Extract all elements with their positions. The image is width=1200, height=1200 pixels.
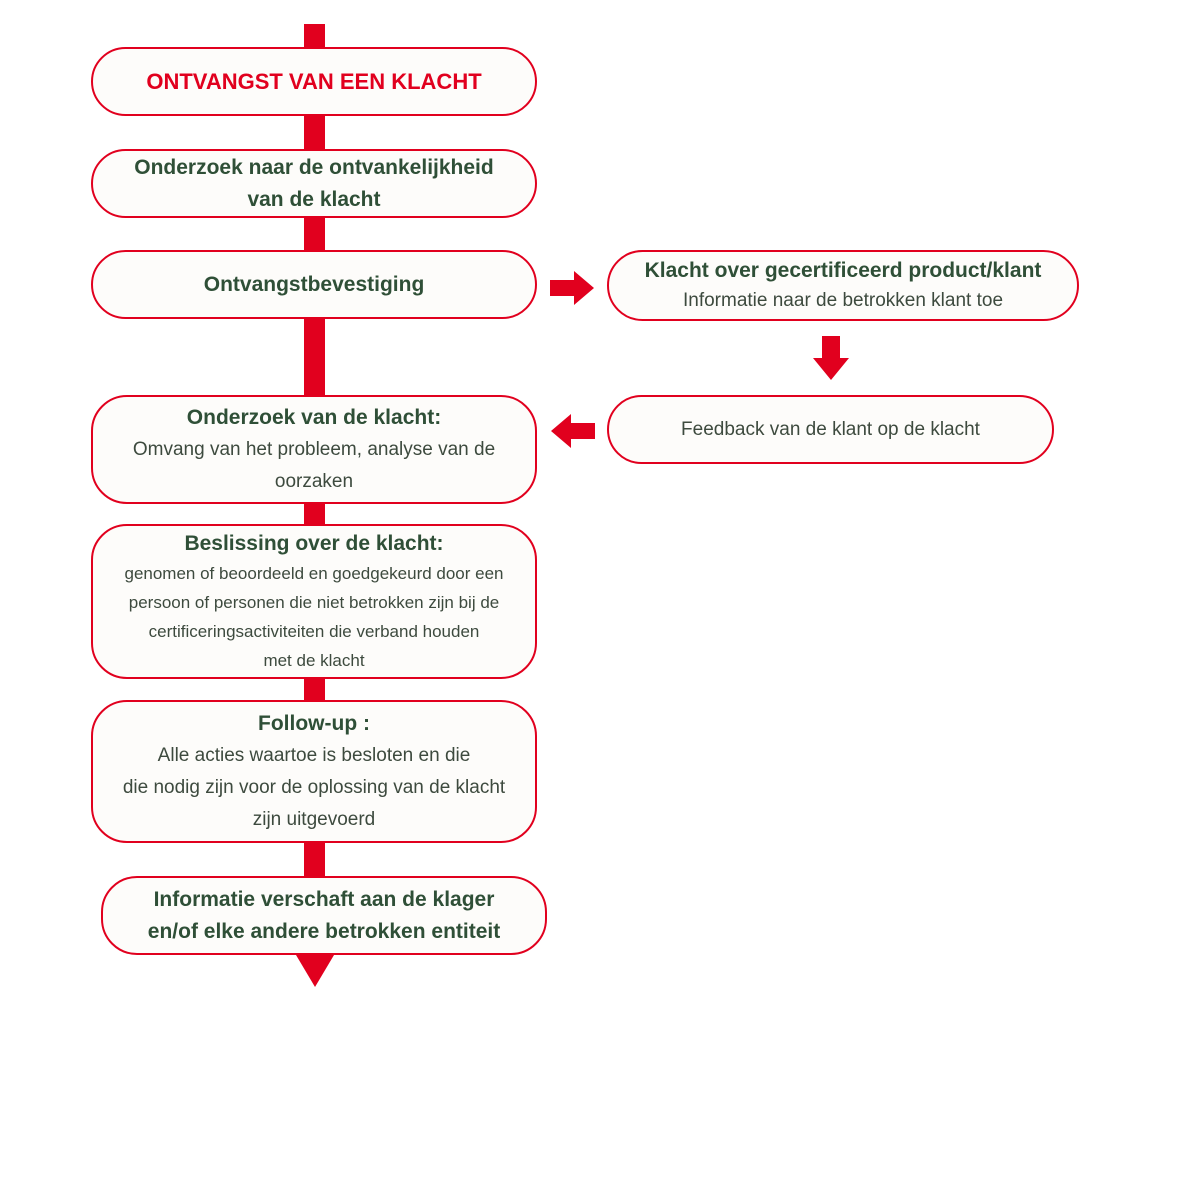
arrow-right-icon [550,271,594,305]
step-investigation-title: Onderzoek van de klacht: [186,405,442,429]
step-decision-body: genomen of beoordeeld en goedgekeurd doo… [124,559,503,675]
step-admissibility-title: Onderzoek naar de ontvankelijkheid van d… [134,152,493,216]
step-complaint-decision: Beslissing over de klacht: genomen of be… [91,524,537,679]
branch-certified-body: Informatie naar de betrokken klant toe [682,289,1004,311]
step-follow-up-title: Follow-up : [258,711,370,735]
step-admissibility-title-line: Onderzoek naar de ontvankelijkheid [134,155,494,179]
step-information-title-line: en/of elke andere betrokken entiteit [147,919,501,943]
step-receipt-title: ONTVANGST VAN EEN KLACHT [146,68,482,94]
step-information-title: Informatie verschaft aan de klager en/of… [148,884,500,948]
step-decision-body-line: certificeringsactiviteiten die verband h… [148,621,480,641]
step-acknowledgement: Ontvangstbevestiging [91,250,537,319]
main-flow-end-arrow-icon [296,955,334,987]
step-admissibility-investigation: Onderzoek naar de ontvankelijkheid van d… [91,149,537,218]
step-decision-title: Beslissing over de klacht: [184,531,444,555]
step-information-to-complainant: Informatie verschaft aan de klager en/of… [101,876,547,955]
step-decision-body-line: persoon of personen die niet betrokken z… [128,592,500,612]
step-admissibility-title-line: van de klacht [247,187,381,211]
step-investigation-body: Omvang van het probleem, analyse van de … [133,434,495,498]
step-decision-body-line: met de klacht [263,650,365,670]
branch-feedback-body: Feedback van de klant op de klacht [681,418,980,440]
step-complaint-investigation: Onderzoek van de klacht: Omvang van het … [91,395,537,504]
arrow-down-icon [813,336,849,380]
arrow-left-icon [551,414,595,448]
branch-certified-product-complaint: Klacht over gecertificeerd product/klant… [607,250,1079,321]
step-decision-body-line: genomen of beoordeeld en goedgekeurd doo… [124,563,504,583]
step-information-title-line: Informatie verschaft aan de klager [153,887,495,911]
branch-client-feedback: Feedback van de klant op de klacht [607,395,1054,464]
step-follow-up-body-line: zijn uitgevoerd [252,808,376,830]
step-follow-up-body-line: Alle acties waartoe is besloten en die [157,744,471,766]
step-follow-up: Follow-up : Alle acties waartoe is beslo… [91,700,537,843]
step-receipt-of-complaint: ONTVANGST VAN EEN KLACHT [91,47,537,116]
step-acknowledgement-title: Ontvangstbevestiging [203,272,425,296]
step-investigation-body-line: oorzaken [274,470,354,492]
branch-certified-title: Klacht over gecertificeerd product/klant [644,258,1042,282]
step-follow-up-body: Alle acties waartoe is besloten en die d… [123,740,505,836]
step-investigation-body-line: Omvang van het probleem, analyse van de [132,438,496,460]
step-follow-up-body-line: die nodig zijn voor de oplossing van de … [122,776,506,798]
